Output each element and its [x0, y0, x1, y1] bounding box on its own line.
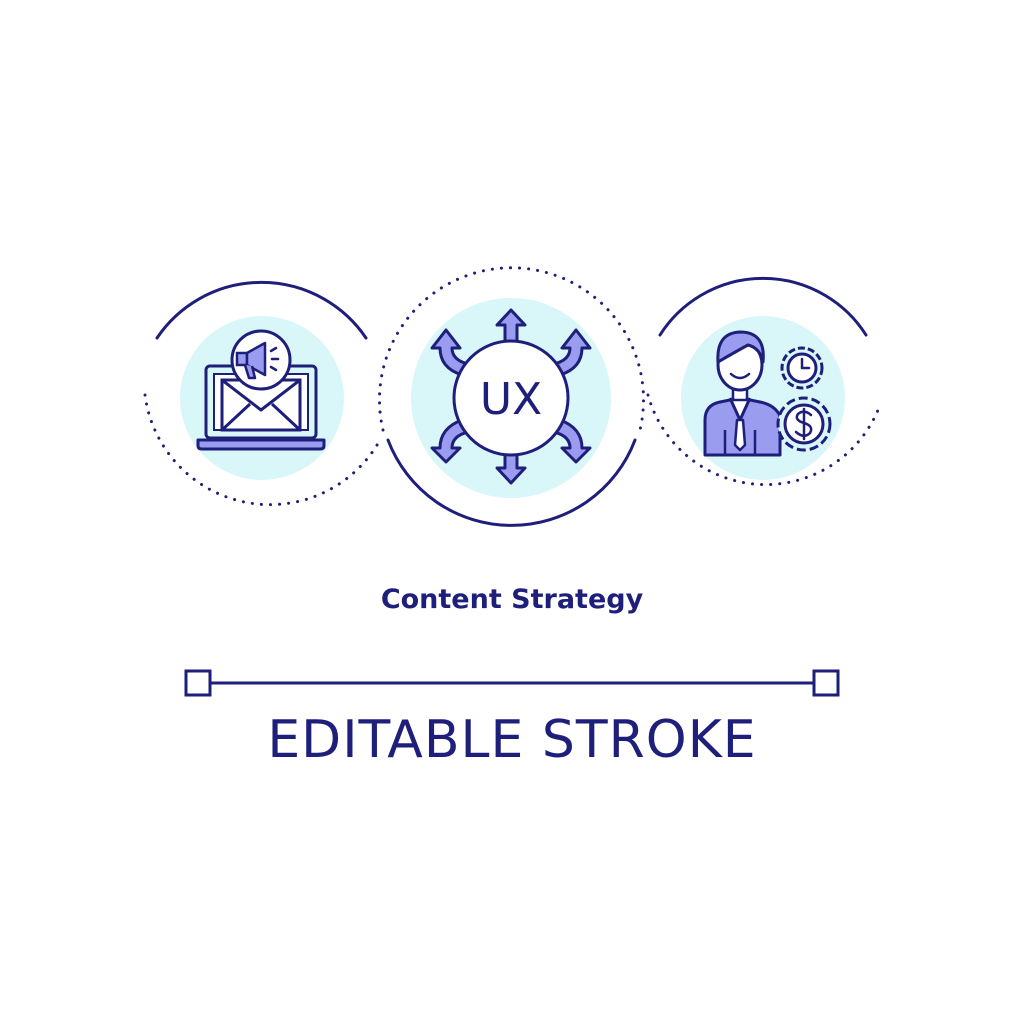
megaphone-icon	[230, 329, 292, 391]
square-handle-icon	[184, 669, 212, 697]
editable-stroke-line	[184, 669, 840, 697]
left-dotted-arc	[143, 393, 382, 507]
ux-arrows-icon: UX	[430, 308, 592, 485]
businessman-gears-icon	[703, 330, 782, 457]
center-concept-group: UX	[378, 266, 645, 527]
right-solid-arc	[658, 276, 868, 337]
right-dotted-arc	[646, 393, 882, 487]
ux-label: UX	[480, 374, 542, 425]
editable-stroke-label: EDITABLE STROKE	[267, 710, 757, 770]
center-dotted-arc	[378, 266, 645, 432]
right-concept-group	[646, 276, 882, 487]
dollar-gear-icon	[776, 396, 832, 452]
clock-gear-icon	[780, 346, 824, 390]
email-marketing-laptop-icon	[196, 364, 326, 451]
center-solid-arc	[386, 438, 637, 527]
left-solid-arc	[155, 280, 368, 340]
square-handle-icon	[812, 669, 840, 697]
concept-title: Content Strategy	[380, 584, 644, 615]
left-concept-group	[143, 280, 382, 507]
